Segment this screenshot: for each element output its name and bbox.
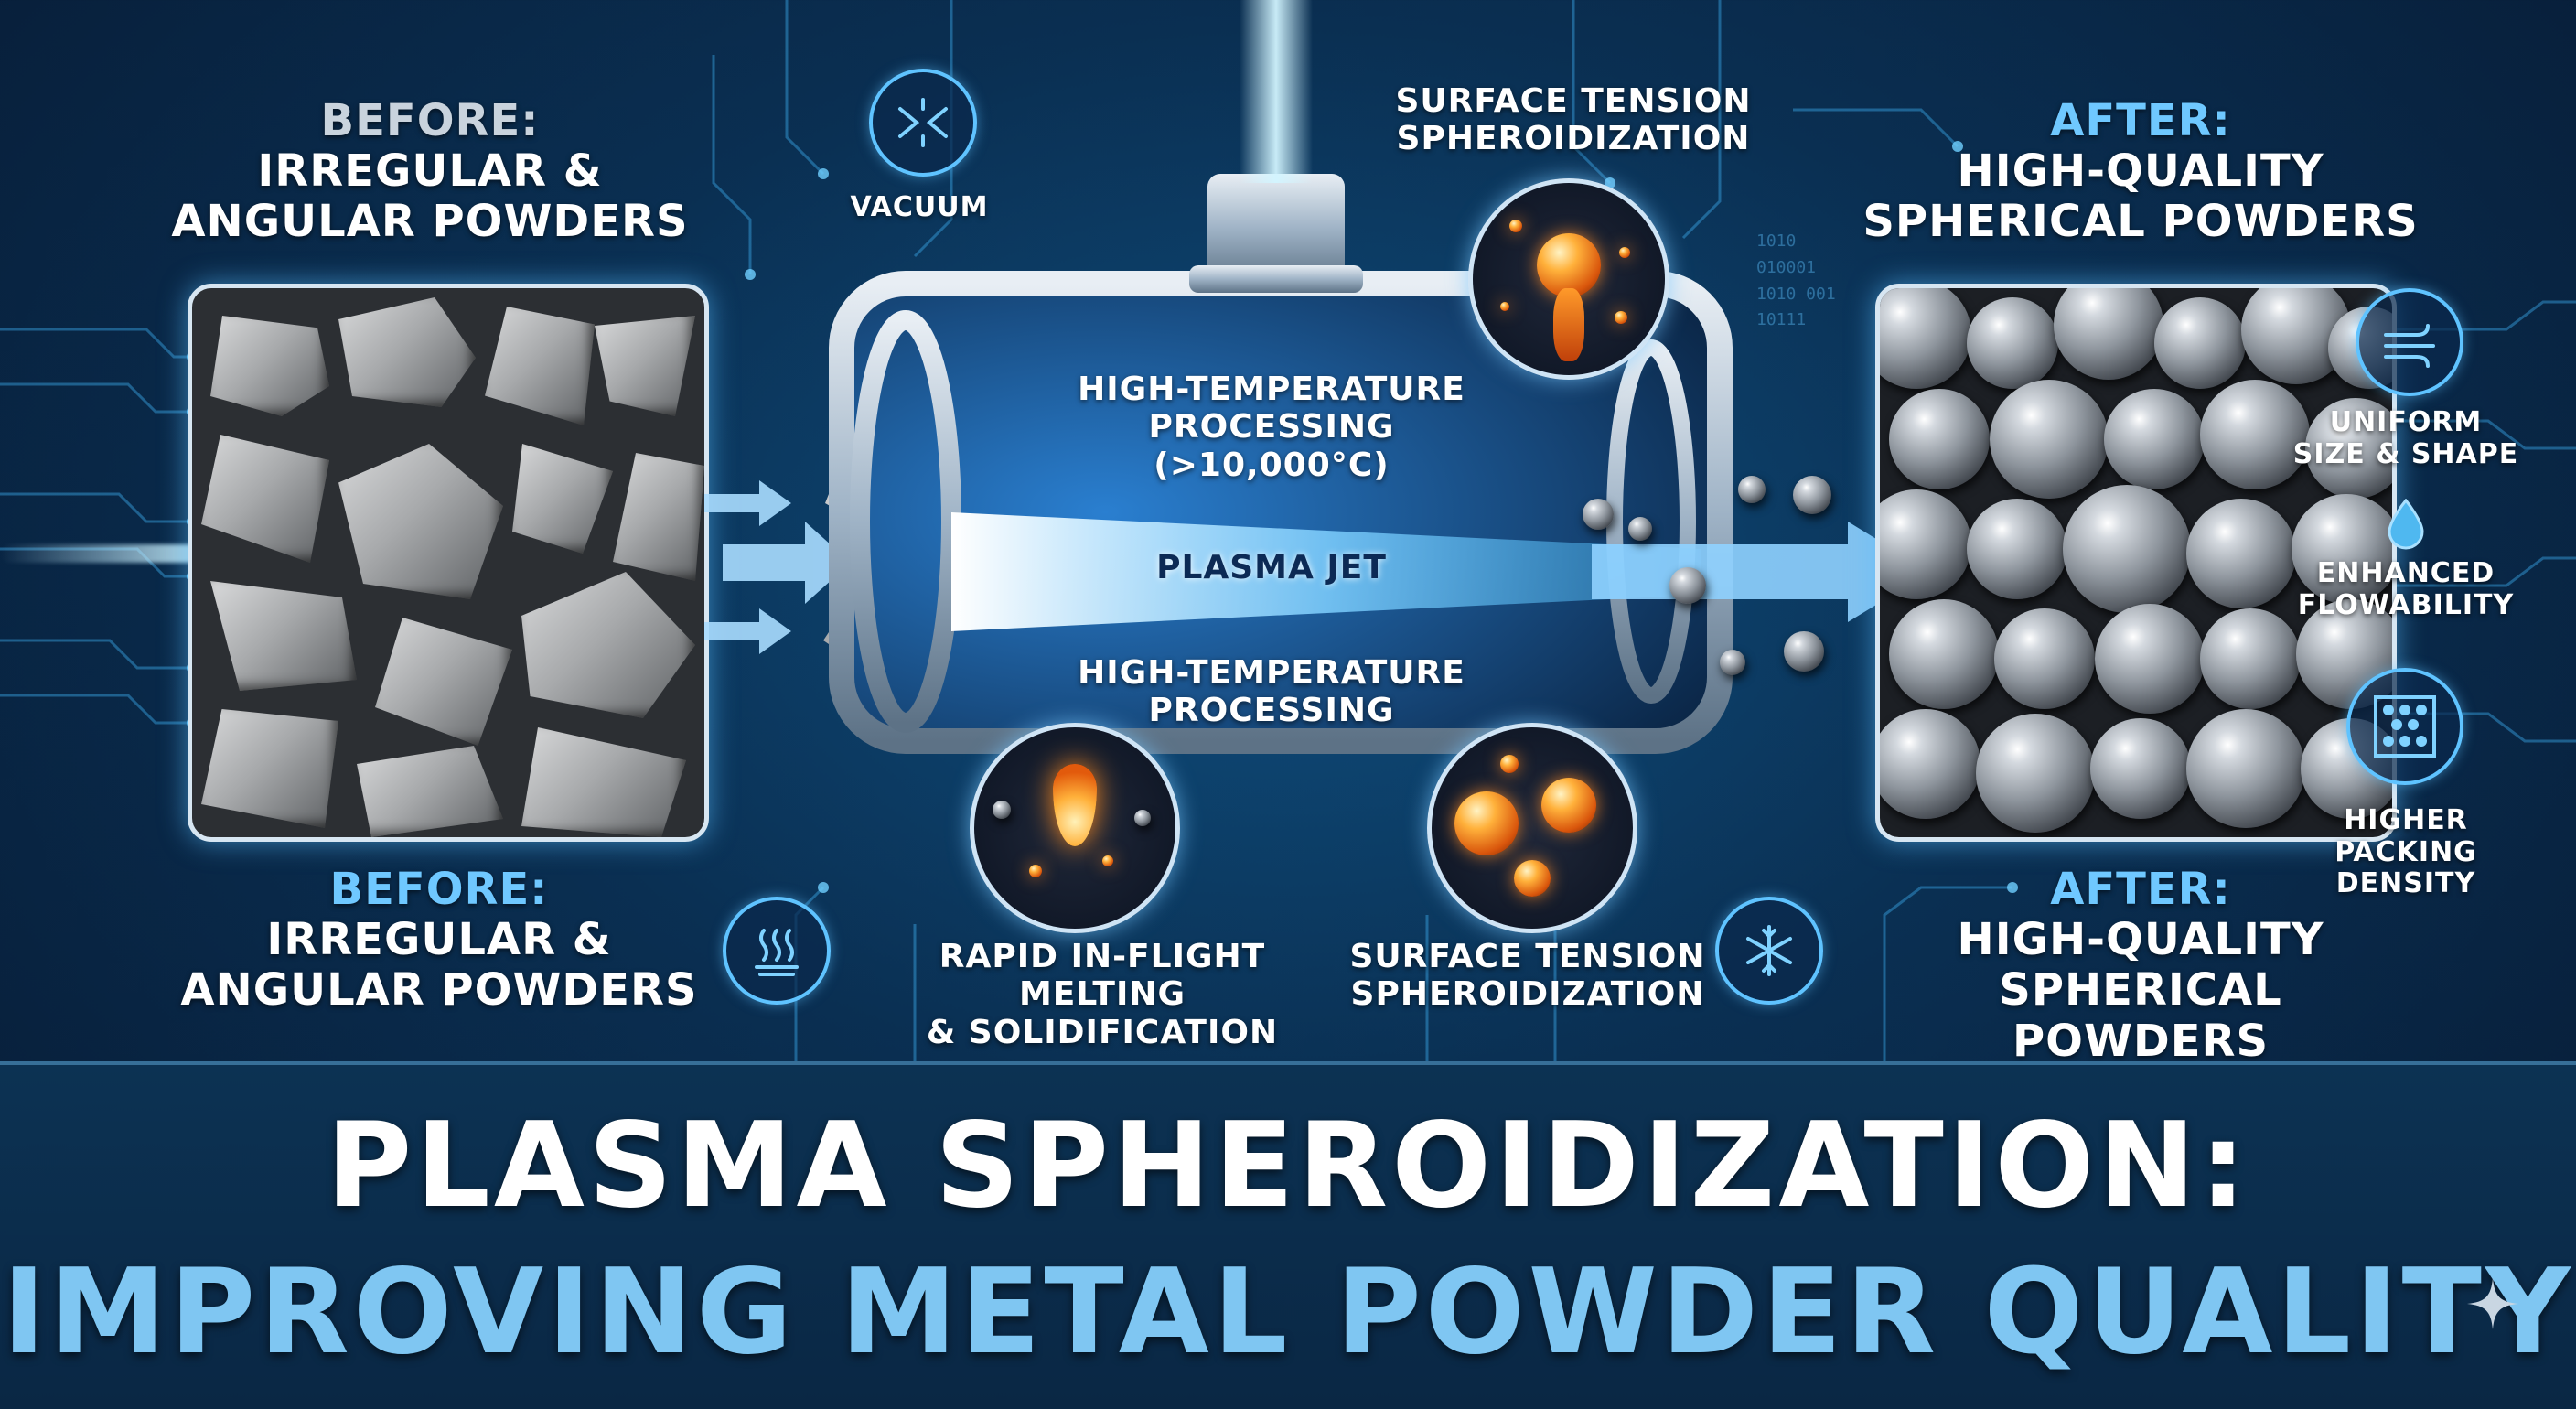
surface-tension-top-1: SURFACE TENSION (1395, 82, 1752, 120)
plasma-reactor (829, 174, 1733, 754)
exit-particle (1784, 631, 1824, 672)
before-desc-1: IRREGULAR & (257, 145, 603, 198)
exit-particle (1720, 650, 1745, 675)
binary-text: 1010 010001 1010 001 10111 (1756, 231, 1836, 330)
exit-particle (1583, 499, 1614, 530)
surface-tension-bottom-label: SURFACE TENSION SPHEROIDIZATION (1336, 938, 1720, 1014)
surface-tension-top-2: SPHEROIDIZATION (1396, 120, 1751, 158)
after-desc-1: HIGH-QUALITY (1957, 145, 2324, 198)
vacuum-label: VACUUM (850, 191, 989, 223)
sparkle-icon (2465, 1276, 2520, 1335)
before-powder-image (188, 284, 709, 842)
surface-tension-bottom-2: SPHEROIDIZATION (1350, 975, 1705, 1014)
plasma-jet-label: PLASMA JET (1156, 549, 1387, 586)
after-heading: AFTER: (2050, 95, 2231, 146)
feature-uniform-2: SIZE & SHAPE (2292, 437, 2519, 470)
feature-packing: HIGHER PACKING DENSITY (2269, 804, 2543, 900)
rapid-melting-label: RAPID IN-FLIGHT MELTING & SOLIDIFICATION (855, 938, 1349, 1051)
left-light-streak (0, 544, 201, 563)
bottom-right-label: AFTER: HIGH-QUALITY SPHERICAL POWDERS (1866, 864, 2415, 1067)
packing-grid-icon (2346, 668, 2463, 785)
after-heading-bottom: AFTER: (2050, 864, 2231, 915)
high-temp-label-bottom: HIGH-TEMPERATURE PROCESSING (1061, 654, 1482, 730)
page-title: PLASMA SPHEROIDIZATION: (326, 1098, 2250, 1234)
plasma-feed-beam (1240, 0, 1313, 183)
rapid-melting-2: & SOLIDIFICATION (926, 1013, 1279, 1051)
before-heading: BEFORE: (320, 95, 540, 146)
surface-tension-bubble-bottom (1427, 723, 1637, 933)
high-temp-bottom-2: PROCESSING (1148, 692, 1395, 730)
after-desc-2: SPHERICAL POWDERS (1862, 196, 2419, 248)
high-temp-top-1: HIGH-TEMPERATURE (1078, 371, 1465, 408)
feature-flowability-2: FLOWABILITY (2297, 588, 2515, 621)
exit-particle (1669, 567, 1706, 604)
exit-particle (1793, 476, 1831, 514)
heat-wave-icon (723, 897, 831, 1005)
top-left-label: BEFORE: IRREGULAR & ANGULAR POWDERS (137, 95, 723, 248)
snowflake-icon (1715, 897, 1823, 1005)
rapid-melting-1: RAPID IN-FLIGHT MELTING (939, 938, 1266, 1014)
feature-flowability-1: ENHANCED (2316, 557, 2496, 589)
before-heading-bottom: BEFORE: (329, 864, 549, 915)
title-band (0, 1061, 2576, 1409)
before-desc-2: ANGULAR POWDERS (171, 196, 689, 248)
top-right-label: AFTER: HIGH-QUALITY SPHERICAL POWDERS (1857, 95, 2424, 248)
after-desc-bottom-1: HIGH-QUALITY (1957, 914, 2324, 966)
feature-uniform: UNIFORM SIZE & SHAPE (2269, 406, 2543, 470)
before-desc-bottom-2: ANGULAR POWDERS (180, 964, 698, 1016)
flow-lines-icon (2356, 288, 2463, 396)
surface-tension-top-label: SURFACE TENSION SPHEROIDIZATION (1381, 82, 1766, 158)
bottom-left-label: BEFORE: IRREGULAR & ANGULAR POWDERS (146, 864, 732, 1016)
feature-packing-3: DENSITY (2335, 867, 2476, 899)
high-temp-top-2: PROCESSING (1148, 408, 1395, 446)
rapid-melting-bubble (970, 723, 1180, 933)
feature-packing-2: PACKING (2334, 835, 2477, 868)
page-subtitle: IMPROVING METAL POWDER QUALITY (2, 1244, 2574, 1381)
after-powder-image (1875, 284, 2397, 842)
exit-particle (1628, 517, 1652, 541)
before-desc-bottom-1: IRREGULAR & (266, 914, 612, 966)
droplet-icon (2386, 498, 2426, 554)
feature-packing-1: HIGHER (2344, 804, 2468, 836)
exit-particle (1738, 476, 1766, 503)
surface-tension-bottom-1: SURFACE TENSION (1349, 938, 1706, 975)
high-temp-bottom-1: HIGH-TEMPERATURE (1078, 654, 1465, 692)
feature-flowability: ENHANCED FLOWABILITY (2269, 557, 2543, 621)
vacuum-icon (869, 69, 977, 177)
after-desc-bottom-2: SPHERICAL POWDERS (1999, 964, 2282, 1067)
high-temp-label-top: HIGH-TEMPERATURE PROCESSING (>10,000°C) (1061, 371, 1482, 484)
high-temp-top-3: (>10,000°C) (1154, 446, 1390, 484)
surface-tension-bubble-top (1468, 178, 1669, 380)
feature-uniform-1: UNIFORM (2329, 406, 2483, 438)
